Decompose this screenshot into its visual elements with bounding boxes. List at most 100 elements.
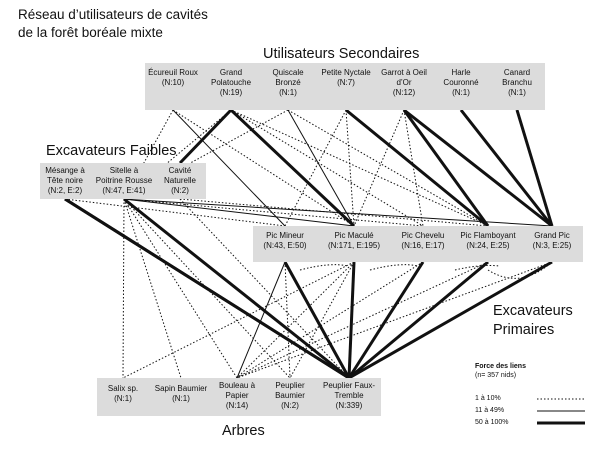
edge-cav-flT-23 xyxy=(179,198,489,227)
legend-line-weak xyxy=(537,398,585,400)
node-count: (N:1) xyxy=(508,88,526,97)
edge-gar-flT-11 xyxy=(402,109,490,227)
node-name: Bouleau à xyxy=(218,381,256,390)
node-harle-couronne: Harle Couronné (N:1) xyxy=(433,68,489,98)
node-count: (N:2, E:2) xyxy=(47,186,83,195)
edge-mcB-pbm-37 xyxy=(289,261,355,379)
edge-flB-bou-40 xyxy=(236,261,489,379)
edge-pol-mcT-2 xyxy=(229,108,356,228)
edge-cavT-pol-19 xyxy=(178,108,233,165)
group-label-weak: Excavateurs Faibles xyxy=(46,143,177,159)
edge-cav-pft-31 xyxy=(179,198,350,379)
edge-mes-pft-25 xyxy=(64,197,350,380)
edge-ecu-mcT-16 xyxy=(172,109,355,227)
node-name: Tremble xyxy=(334,391,364,400)
node-pic-chevelu: Pic Chevelu (N:16, E:17) xyxy=(391,231,455,251)
edge-mes-mnT-20 xyxy=(64,198,286,227)
legend-line-strong xyxy=(537,421,585,425)
node-count: (N:2) xyxy=(281,401,299,410)
node-count: (N:339) xyxy=(335,401,363,410)
edge-sit-mcT-21 xyxy=(123,198,355,227)
node-count: (N:1) xyxy=(279,88,297,97)
node-pic-macule: Pic Maculé (N:171, E:195) xyxy=(317,231,391,251)
group-label-primary: Excavateurs Primaires xyxy=(493,302,573,340)
node-count: (N:19) xyxy=(219,88,243,97)
group-label-trees: Arbres xyxy=(222,423,265,439)
node-name: Polatouche xyxy=(210,78,252,87)
edge-gar-mcT-12 xyxy=(353,109,405,227)
legend-title: Force des liens xyxy=(475,363,526,370)
node-sapin-baumier: Sapin Baumier (N:1) xyxy=(150,384,212,404)
node-name: Salix sp. xyxy=(107,384,139,393)
legend-subtitle: (n= 357 nids) xyxy=(475,372,517,379)
node-salix: Salix sp. (N:1) xyxy=(97,384,149,404)
legend-label-strong: 50 à 100% xyxy=(475,419,509,426)
node-count: (N:14) xyxy=(225,401,249,410)
panel-secondary-users xyxy=(145,63,545,110)
node-name: Mésange à xyxy=(45,166,85,175)
diagram-title: Réseau d’utilisateurs de cavités de la f… xyxy=(18,6,208,42)
panel-primary-excavators xyxy=(253,226,583,262)
node-sitelle-poitrine-rousse: Sitelle à Poitrine Rousse (N:47, E:41) xyxy=(92,166,156,196)
panel-trees xyxy=(97,378,381,416)
edge-nyc-mnT-9 xyxy=(284,109,347,227)
edge-gar-gpT-10 xyxy=(403,108,553,228)
node-name: Branchu xyxy=(502,78,532,87)
node-garrot-oeil-dor: Garrot à Oeil d’Or (N:12) xyxy=(376,68,432,98)
group-label-primary-line-1: Excavateurs xyxy=(493,303,573,319)
node-name: Pic Chevelu xyxy=(401,231,445,240)
node-name: Sapin Baumier xyxy=(154,384,208,393)
node-quiscale-bronze: Quiscale Bronzé (N:1) xyxy=(260,68,316,98)
node-name: Peuplier xyxy=(275,381,305,390)
edge-qui-mcT-4 xyxy=(287,109,355,227)
node-name: Peuplier Faux- xyxy=(322,381,376,390)
node-canard-branchu: Canard Branchu (N:1) xyxy=(489,68,545,98)
edge-sit-bou-27 xyxy=(123,198,238,379)
title-line-1: Réseau d’utilisateurs de cavités xyxy=(18,7,208,22)
edge-sit-sap-30 xyxy=(123,198,182,379)
node-count: (N:1) xyxy=(172,394,190,403)
edge-mnB-bou-34 xyxy=(236,261,286,379)
node-count: (N:12) xyxy=(392,88,416,97)
node-name: Naturelle xyxy=(163,176,196,185)
node-count: (N:10) xyxy=(161,78,185,87)
edge-mnB-pft-33 xyxy=(283,261,351,379)
node-pic-mineur: Pic Mineur (N:43, E:50) xyxy=(253,231,317,251)
edge-chB-pft-38 xyxy=(347,261,425,379)
node-name: Pic Mineur xyxy=(266,231,304,240)
node-count: (N:47, E:41) xyxy=(102,186,146,195)
edge-nyc-flT-8 xyxy=(345,108,489,228)
node-name: Pic Maculé xyxy=(334,231,374,240)
node-count: (N:43, E:50) xyxy=(263,241,307,250)
node-name: Couronné xyxy=(443,78,479,87)
node-count: (N:2) xyxy=(171,186,189,195)
node-count: (N:24, E:25) xyxy=(466,241,510,250)
legend-line-medium xyxy=(537,410,585,412)
node-bouleau-papier: Bouleau à Papier (N:14) xyxy=(212,381,262,411)
edge-can-gpT-14 xyxy=(515,109,554,227)
node-pic-flamboyant: Pic Flamboyant (N:24, E:25) xyxy=(455,231,521,251)
node-name: Baumier xyxy=(275,391,305,400)
node-name: d’Or xyxy=(396,78,412,87)
node-name: Canard xyxy=(503,68,531,77)
node-count: (N:1) xyxy=(452,88,470,97)
curve-macule-chevelu xyxy=(369,264,419,271)
edge-pol-chT-18 xyxy=(230,109,424,227)
curve-mineur-macule xyxy=(299,264,349,271)
node-name: Écureuil Roux xyxy=(148,68,198,77)
legend-row-medium: 11 à 49% xyxy=(475,406,590,416)
edge-mcB-bou-36 xyxy=(236,261,355,379)
legend-label-weak: 1 à 10% xyxy=(475,395,501,402)
node-name: Garrot à Oeil xyxy=(381,68,427,77)
node-count: (N:1) xyxy=(114,394,132,403)
node-name: Bronzé xyxy=(275,78,301,87)
group-label-primary-line-2: Primaires xyxy=(493,322,555,338)
legend-label-medium: 11 à 49% xyxy=(475,407,505,414)
node-name: Papier xyxy=(225,391,249,400)
node-name: Grand xyxy=(219,68,243,77)
edge-gar-chT-17 xyxy=(403,109,424,227)
node-name: Poitrine Rousse xyxy=(95,176,153,185)
edge-flB-pft-39 xyxy=(348,260,489,380)
node-name: Grand Pic xyxy=(534,231,570,240)
edge-har-gpT-13 xyxy=(459,109,554,227)
